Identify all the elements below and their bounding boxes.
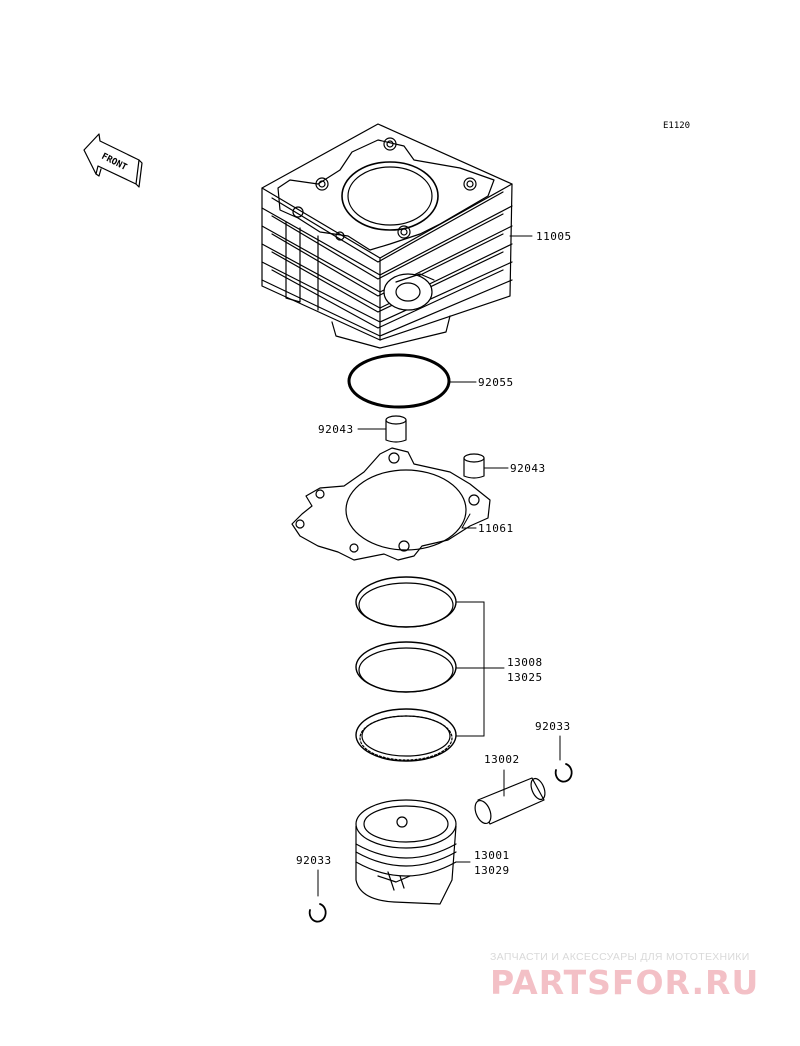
cylinder-block: [261, 123, 513, 349]
leader-lines: [317, 235, 561, 897]
part-number-11005[interactable]: 11005: [536, 230, 572, 243]
circlip-left: [308, 903, 327, 923]
piston-pin: [474, 777, 546, 825]
front-arrow-icon: [83, 133, 143, 188]
piston-ring-second: [355, 641, 457, 693]
part-number-13008[interactable]: 13008: [507, 656, 543, 669]
circlip-right: [554, 763, 573, 783]
part-number-11061[interactable]: 11061: [478, 522, 514, 535]
diagram-code: E1120: [663, 121, 691, 131]
piston-ring-top: [355, 576, 457, 628]
part-number-13029[interactable]: 13029: [474, 864, 510, 877]
part-number-92033-left[interactable]: 92033: [296, 854, 332, 867]
dowel-pin-left: [385, 415, 407, 443]
part-number-13025[interactable]: 13025: [507, 671, 543, 684]
part-number-ring-set: 13008 13025: [507, 655, 543, 685]
piston: [355, 799, 457, 905]
part-number-piston: 13001 13029: [474, 848, 510, 878]
o-ring: [347, 353, 451, 409]
piston-oil-ring: [355, 708, 457, 762]
watermark-tagline: ЗАПЧАСТИ И АКСЕССУАРЫ ДЛЯ МОТОТЕХНИКИ: [490, 951, 750, 963]
dowel-pin-right: [463, 453, 485, 479]
part-number-92055[interactable]: 92055: [478, 376, 514, 389]
cylinder-gasket: [291, 447, 491, 561]
part-number-92043-left[interactable]: 92043: [318, 423, 354, 436]
part-number-13001[interactable]: 13001: [474, 849, 510, 862]
part-number-13002[interactable]: 13002: [484, 753, 520, 766]
watermark-logo: PARTSFOR.RU: [490, 963, 760, 1002]
part-number-92043-right[interactable]: 92043: [510, 462, 546, 475]
part-number-92033-right[interactable]: 92033: [535, 720, 571, 733]
